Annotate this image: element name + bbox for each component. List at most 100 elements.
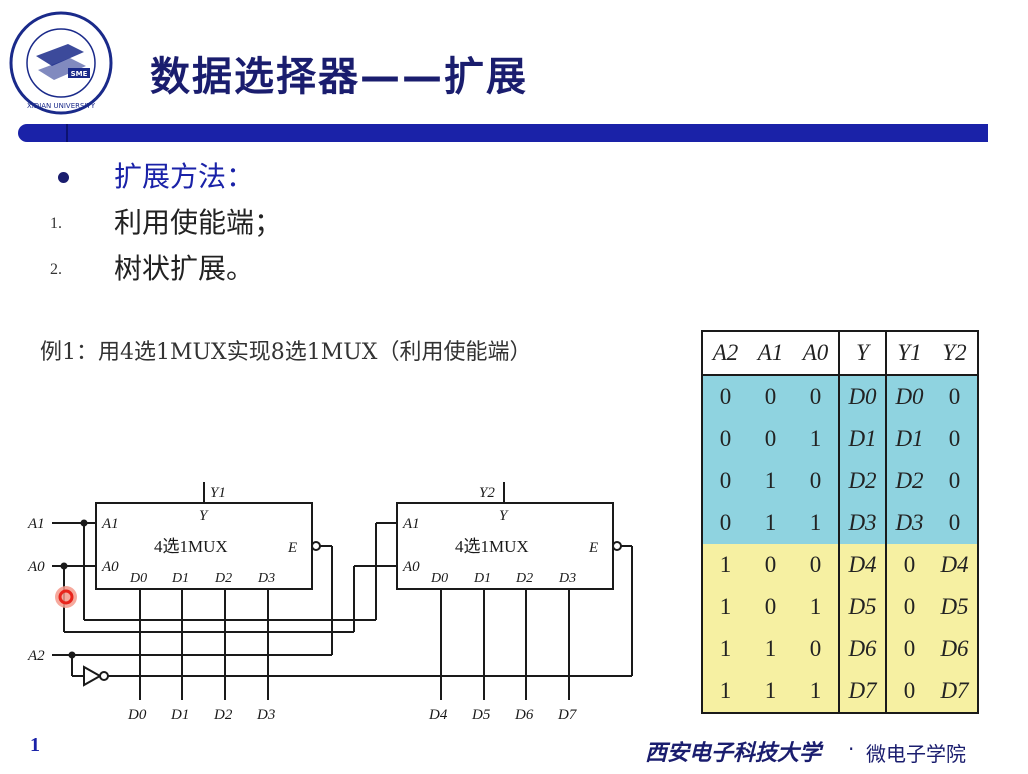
junction-dot [68,651,76,659]
data-input-label: D0 [127,707,147,723]
bullet-text: 树状扩展。 [114,252,255,285]
table-cell: D0 [885,375,932,418]
bullet-number: 2. [50,261,62,278]
footer-separator: · [848,737,855,761]
svg-text:A0: A0 [402,559,420,575]
bullet-dot-icon [58,172,69,183]
table-cell: 1 [748,670,793,714]
data-input-label: D4 [428,707,448,723]
data-input-label: D2 [213,707,233,723]
header-y1: Y1 [885,330,932,376]
bullet-text: 扩展方法： [114,160,255,193]
header-a1: A1 [748,330,793,376]
table-cell: 1 [701,670,748,714]
table-cell: 0 [885,544,932,586]
svg-text:XIDIAN UNIVERSITY: XIDIAN UNIVERSITY [27,102,96,110]
data-input-label: D7 [557,707,578,723]
truth-table-header: A2 A1 A0 Y Y1 Y2 [701,330,979,376]
mux2-label: 4选1MUX [455,537,529,556]
svg-text:D0: D0 [430,571,448,586]
svg-text:D3: D3 [558,571,576,586]
inverter-bubble [99,671,109,681]
footer-university: 西安电子科技大学 [645,740,822,766]
svg-text:Y: Y [499,508,509,524]
header-a0: A0 [793,330,840,376]
svg-text:A1: A1 [402,516,420,532]
table-cell: D2 [838,460,887,502]
mux1-label: 4选1MUX [154,537,228,556]
table-cell: D7 [932,670,979,714]
table-cell: 1 [793,418,840,460]
table-cell: 0 [701,460,748,502]
data-input-label: D6 [514,707,534,723]
table-cell: D0 [838,375,887,418]
table-cell: 0 [701,502,748,544]
bullet-number: 1. [50,215,62,232]
input-a2-label: A2 [27,648,45,664]
table-cell: 1 [701,544,748,586]
table-cell: D2 [885,460,932,502]
table-cell: 0 [932,502,979,544]
data-input-label: D1 [170,707,189,723]
mux1-output-label: Y1 [210,485,226,501]
table-cell: 0 [748,375,793,418]
table-cell: D3 [885,502,932,544]
university-logo: SME XIDIAN UNIVERSITY [9,11,113,115]
table-cell: D6 [932,628,979,670]
table-cell: 0 [885,670,932,714]
svg-text:D1: D1 [473,571,491,586]
table-cell: 0 [748,586,793,628]
table-cell: 0 [701,418,748,460]
mux1-enable-bubble [311,541,321,551]
data-input-label: D5 [471,707,491,723]
svg-text:D0: D0 [129,571,147,586]
table-cell: 1 [793,586,840,628]
table-cell: 0 [932,460,979,502]
svg-text:D2: D2 [515,571,533,586]
table-cell: 0 [701,375,748,418]
table-cell: D5 [838,586,887,628]
title-underline-bar [18,124,988,142]
table-cell: D7 [838,670,887,714]
table-cell: 1 [793,502,840,544]
table-cell: 0 [748,418,793,460]
table-cell: 0 [748,544,793,586]
svg-text:A1: A1 [101,516,119,532]
input-a1-label: A1 [27,516,45,532]
table-cell: 0 [885,628,932,670]
table-cell: 1 [701,586,748,628]
data-input-label: D3 [256,707,275,723]
svg-text:SME: SME [71,70,88,78]
junction-dot [80,519,88,527]
header-y2: Y2 [932,330,979,376]
table-cell: D5 [932,586,979,628]
header-y: Y [838,330,887,376]
svg-text:D1: D1 [171,571,189,586]
svg-text:E: E [287,540,297,556]
table-cell: 0 [793,460,840,502]
table-cell: 0 [793,544,840,586]
title-bar-divider [66,124,68,142]
page-number: 1 [30,734,40,756]
svg-text:E: E [588,540,598,556]
table-cell: 0 [932,375,979,418]
svg-text:D2: D2 [214,571,232,586]
inverter-gate [83,665,103,687]
mux2-block [396,502,614,590]
table-cell: 1 [701,628,748,670]
svg-text:Y: Y [199,508,209,524]
page-title: 数据选择器——扩展 [150,54,528,100]
mux2-enable-bubble [612,541,622,551]
table-cell: D3 [838,502,887,544]
table-cell: 1 [748,502,793,544]
table-cell: 1 [793,670,840,714]
header-a2: A2 [701,330,748,376]
example-caption: 例1：用4选1MUX实现8选1MUX（利用使能端） [40,340,532,365]
svg-text:A0: A0 [101,559,119,575]
table-cell: D1 [885,418,932,460]
